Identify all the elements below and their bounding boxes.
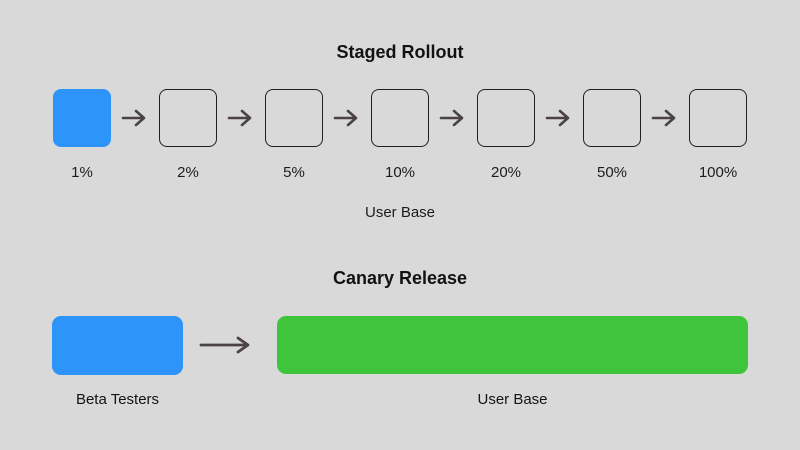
right-arrow-icon — [333, 109, 358, 127]
stage-node-5pct: 5% — [265, 89, 323, 182]
right-arrow-icon — [651, 109, 676, 127]
beta-testers-label: Beta Testers — [75, 391, 160, 408]
stage-label: 50% — [596, 164, 628, 181]
right-arrow-icon — [545, 109, 570, 127]
stage-node-1pct: 1% — [53, 89, 111, 182]
stage-box-outline — [583, 89, 641, 147]
flow-arrow — [535, 89, 583, 147]
user-base-box — [277, 316, 748, 374]
stage-node-2pct: 2% — [159, 89, 217, 182]
stage-label: 10% — [384, 164, 416, 181]
stage-label: 20% — [490, 164, 522, 181]
stage-label: 100% — [698, 164, 738, 181]
stage-box-outline — [265, 89, 323, 147]
stage-box-outline — [689, 89, 747, 147]
canary-release-title: Canary Release — [332, 268, 468, 288]
stage-label: 2% — [177, 164, 199, 181]
stage-label: 1% — [71, 164, 93, 181]
stage-box-outline — [477, 89, 535, 147]
flow-arrow — [323, 89, 371, 147]
beta-testers-box — [52, 316, 183, 375]
right-arrow-icon — [439, 109, 464, 127]
right-arrow-icon — [227, 109, 252, 127]
stage-box-outline — [159, 89, 217, 147]
stage-node-50pct: 50% — [583, 89, 641, 182]
staged-rollout-caption: User Base — [364, 204, 436, 221]
right-arrow-icon — [199, 336, 250, 354]
stage-label: 5% — [283, 164, 305, 181]
user-base-label: User Base — [477, 391, 548, 408]
flow-arrow — [111, 89, 159, 147]
stage-box-outline — [371, 89, 429, 147]
stage-node-20pct: 20% — [477, 89, 535, 182]
stage-node-10pct: 10% — [371, 89, 429, 182]
staged-rollout-title: Staged Rollout — [336, 42, 464, 62]
staged-rollout-flow: 1% 2% 5% — [53, 89, 747, 182]
flow-arrow — [217, 89, 265, 147]
right-arrow-icon — [121, 109, 146, 127]
stage-box-filled — [53, 89, 111, 147]
stage-node-100pct: 100% — [689, 89, 747, 182]
flow-arrow — [641, 89, 689, 147]
flow-arrow — [429, 89, 477, 147]
